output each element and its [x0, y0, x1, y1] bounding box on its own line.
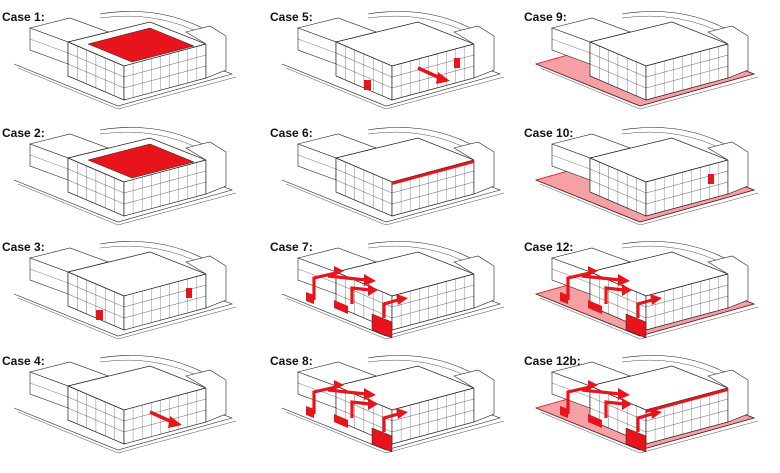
flow-arrows [312, 384, 399, 432]
case-panel: Case 5: [268, 8, 518, 123]
canopy-arc [367, 355, 479, 377]
right-wing [707, 255, 749, 309]
canopy-arc [367, 11, 479, 33]
right-wing [185, 25, 227, 79]
right-wing [453, 25, 495, 79]
canopy-arc [621, 241, 733, 263]
flow-arrows [312, 270, 399, 318]
case-label: Case 12b: [524, 354, 581, 368]
flow-arrow [417, 66, 450, 84]
front-block-highlight [625, 313, 647, 339]
case-label: Case 1: [2, 10, 45, 24]
building-view [522, 8, 772, 123]
right-wing [185, 369, 227, 423]
case-label: Case 2: [2, 126, 45, 140]
case-panel: Case 9: [522, 8, 772, 123]
building-view [0, 124, 250, 239]
building-view [0, 8, 250, 123]
building-view [268, 124, 518, 239]
front-block-highlight [625, 427, 647, 453]
right-wing [185, 141, 227, 195]
case-label: Case 10: [524, 126, 574, 140]
window-highlight-right [186, 288, 192, 298]
roof-edge-highlight [646, 388, 728, 413]
case-label: Case 5: [270, 10, 313, 24]
canopy-arc [621, 127, 733, 149]
canopy-arc [367, 241, 479, 263]
flow-arrow [149, 410, 182, 428]
case-panel: Case 6: [268, 124, 518, 239]
case-label: Case 8: [270, 354, 313, 368]
building-view [268, 238, 518, 353]
window-highlight-left [364, 80, 371, 90]
case-panel: Case 12: [522, 238, 772, 353]
case-panel: Case 10: [522, 124, 772, 239]
front-block-highlight [371, 313, 393, 339]
roof-edge-highlight [392, 160, 474, 185]
case-label: Case 12: [524, 240, 574, 254]
case-panel: Case 7: [268, 238, 518, 353]
building-view [0, 238, 250, 353]
building-view [522, 352, 772, 467]
canopy-arc [621, 11, 733, 33]
canopy-arc [621, 355, 733, 377]
canopy-arc [99, 11, 211, 33]
window-highlight-left [96, 310, 103, 320]
right-wing [453, 255, 495, 309]
flow-arrows [566, 270, 653, 318]
right-wing [185, 255, 227, 309]
roof-highlight [87, 143, 195, 179]
building-view [0, 352, 250, 467]
right-wing [707, 141, 749, 195]
case-panel: Case 4: [0, 352, 250, 467]
case-panel: Case 12b: [522, 352, 772, 467]
canopy-arc [99, 355, 211, 377]
building-view [268, 8, 518, 123]
front-block-highlight [371, 427, 393, 453]
case-label: Case 6: [270, 126, 313, 140]
flow-arrows [566, 384, 653, 432]
case-label: Case 3: [2, 240, 45, 254]
case-panel: Case 1: [0, 8, 250, 123]
case-label: Case 7: [270, 240, 313, 254]
right-wing [453, 369, 495, 423]
roof-highlight [87, 27, 195, 63]
building-view [268, 352, 518, 467]
case-label: Case 9: [524, 10, 567, 24]
canopy-arc [367, 127, 479, 149]
canopy-arc [99, 127, 211, 149]
window-highlight-right [708, 174, 714, 184]
building-view [522, 124, 772, 239]
canopy-arc [99, 241, 211, 263]
right-wing [707, 25, 749, 79]
case-label: Case 4: [2, 354, 45, 368]
building-view [522, 238, 772, 353]
case-panel: Case 3: [0, 238, 250, 353]
case-panel: Case 8: [268, 352, 518, 467]
case-panel: Case 2: [0, 124, 250, 239]
window-highlight-right [454, 58, 460, 68]
